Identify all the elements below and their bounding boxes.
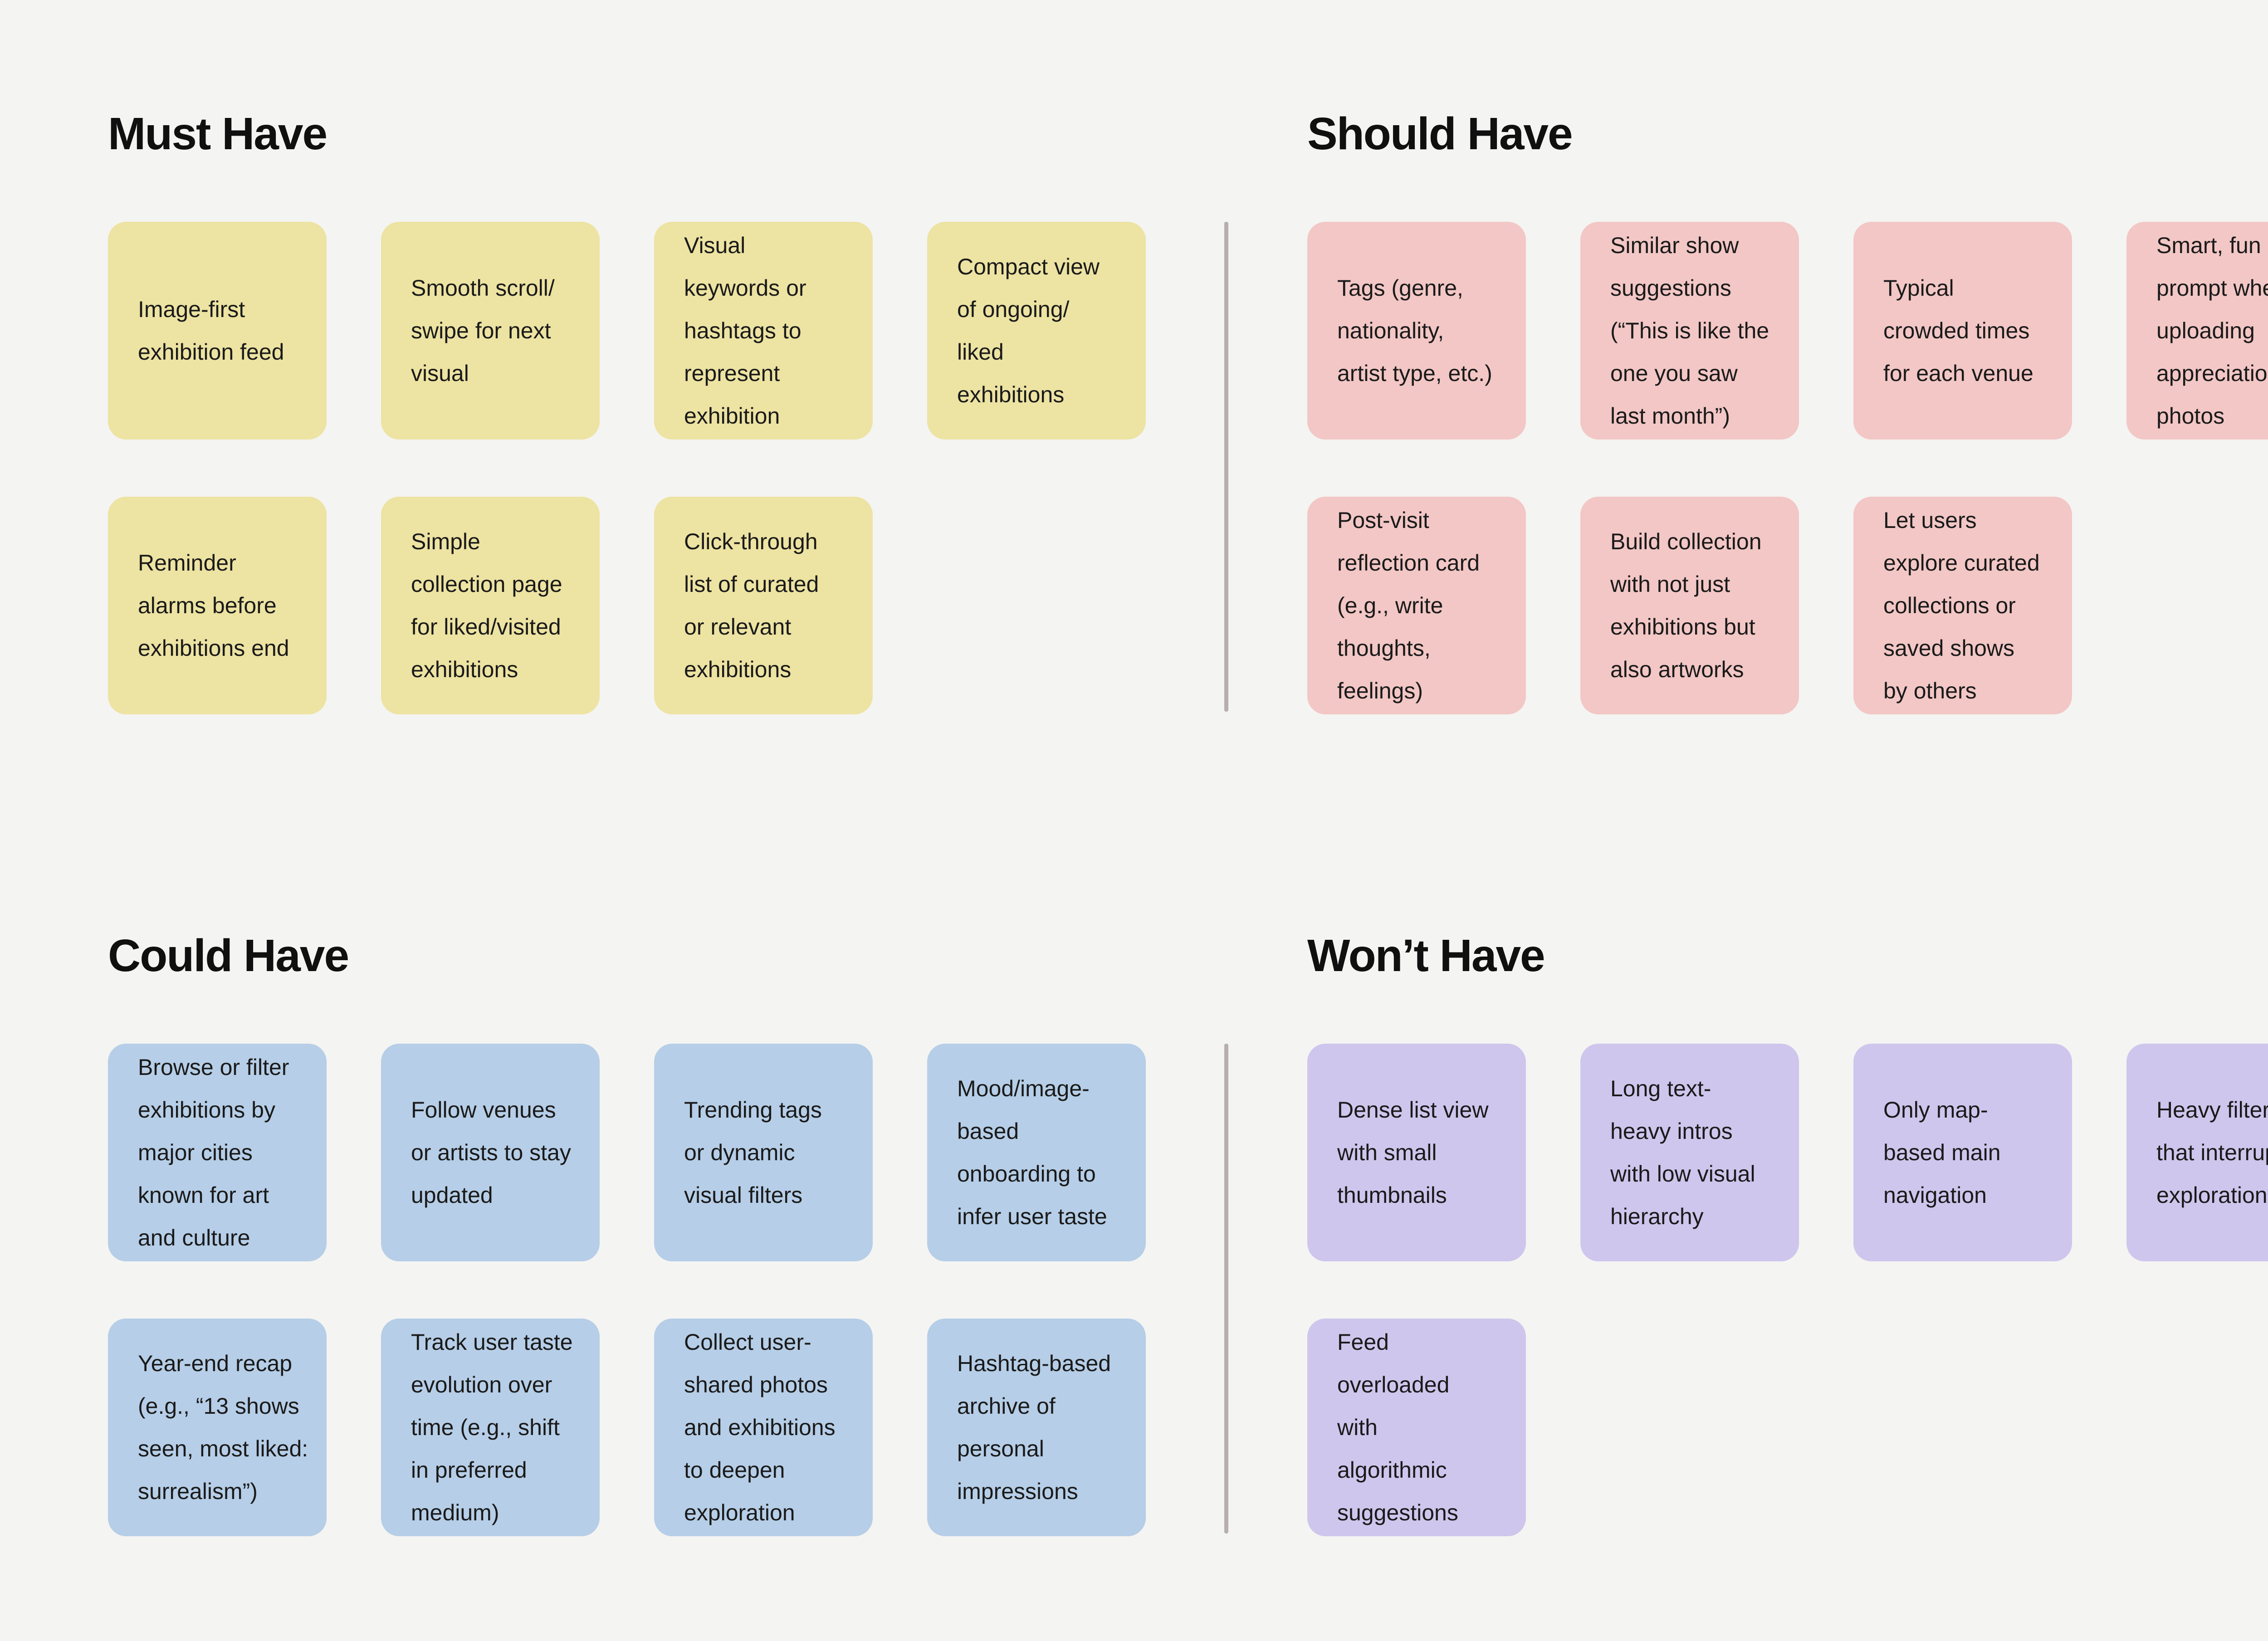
sticky-note-text: Follow venues or artists to stay updated [411, 1097, 571, 1208]
sticky-note-text: Similar show suggestions (“This is like … [1610, 233, 1769, 429]
sticky-note[interactable]: Collect user- shared photos and exhibiti… [654, 1319, 873, 1536]
card-row: Dense list view with small thumbnails Lon… [1307, 1044, 2268, 1261]
card-row: Image-first exhibition feed Smooth scroll… [108, 222, 1146, 440]
section-title-should-have: Should Have [1307, 108, 1573, 159]
sticky-note-text: Year-end recap (e.g., “13 shows seen, mo… [138, 1351, 308, 1504]
sticky-note-text: Dense list view with small thumbnails [1337, 1097, 1489, 1208]
sticky-note-text: Feed overloaded with algorithmic suggest… [1337, 1329, 1458, 1525]
sticky-note-text: Reminder alarms before exhibitions end [138, 550, 289, 661]
card-grid-must-have: Image-first exhibition feed Smooth scroll… [108, 222, 1146, 714]
card-row: Browse or filter exhibitions by major ci… [108, 1044, 1146, 1261]
card-grid-should-have: Tags (genre, nationality, artist type, e… [1307, 222, 2268, 714]
card-row: Feed overloaded with algorithmic suggest… [1307, 1319, 2268, 1536]
sticky-note-text: Compact view of ongoing/ liked exhibitio… [957, 254, 1100, 407]
sticky-note-text: Heavy filters that interrupt exploration [2156, 1097, 2268, 1208]
card-grid-could-have: Browse or filter exhibitions by major ci… [108, 1044, 1146, 1536]
sticky-note-text: Smooth scroll/ swipe for next visual [411, 275, 555, 386]
section-title-must-have: Must Have [108, 108, 327, 159]
sticky-note[interactable]: Let users explore curated collections or… [1853, 497, 2072, 714]
sticky-note[interactable]: Browse or filter exhibitions by major ci… [108, 1044, 327, 1261]
sticky-note-text: Track user taste evolution over time (e.… [411, 1329, 573, 1525]
sticky-note[interactable]: Visual keywords or hashtags to represent… [654, 222, 873, 440]
sticky-note-text: Let users explore curated collections or… [1883, 508, 2040, 703]
sticky-note[interactable]: Build collection with not just exhibitio… [1580, 497, 1799, 714]
sticky-note[interactable]: Tags (genre, nationality, artist type, e… [1307, 222, 1526, 440]
sticky-note[interactable]: Typical crowded times for each venue [1853, 222, 2072, 440]
sticky-note-text: Smart, fun prompt when uploading appreci… [2156, 233, 2268, 429]
sticky-note-text: Build collection with not just exhibitio… [1610, 529, 1762, 682]
sticky-note[interactable]: Reminder alarms before exhibitions end [108, 497, 327, 714]
section-title-wont-have: Won’t Have [1307, 930, 1545, 981]
sticky-note-text: Long text- heavy intros with low visual … [1610, 1076, 1755, 1229]
sticky-note[interactable]: Hashtag-based archive of personal impres… [927, 1319, 1146, 1536]
sticky-note-text: Typical crowded times for each venue [1883, 275, 2033, 386]
vertical-divider-top [1224, 222, 1228, 712]
card-row: Year-end recap (e.g., “13 shows seen, mo… [108, 1319, 1146, 1536]
sticky-note-text: Tags (genre, nationality, artist type, e… [1337, 275, 1492, 386]
card-row: Post-visit reflection card (e.g., write … [1307, 497, 2268, 714]
section-title-could-have: Could Have [108, 930, 349, 981]
sticky-note[interactable]: Dense list view with small thumbnails [1307, 1044, 1526, 1261]
sticky-note[interactable]: Post-visit reflection card (e.g., write … [1307, 497, 1526, 714]
sticky-note-text: Hashtag-based archive of personal impres… [957, 1351, 1111, 1504]
card-row: Reminder alarms before exhibitions end Si… [108, 497, 1146, 714]
sticky-note[interactable]: Similar show suggestions (“This is like … [1580, 222, 1799, 440]
sticky-note[interactable]: Mood/image- based onboarding to infer us… [927, 1044, 1146, 1261]
sticky-note-text: Simple collection page for liked/visited… [411, 529, 562, 682]
sticky-note-text: Mood/image- based onboarding to infer us… [957, 1076, 1107, 1229]
sticky-note[interactable]: Track user taste evolution over time (e.… [381, 1319, 600, 1536]
sticky-note[interactable]: Heavy filters that interrupt exploration [2126, 1044, 2268, 1261]
sticky-note[interactable]: Compact view of ongoing/ liked exhibitio… [927, 222, 1146, 440]
sticky-note-text: Post-visit reflection card (e.g., write … [1337, 508, 1480, 703]
sticky-note[interactable]: Smooth scroll/ swipe for next visual [381, 222, 600, 440]
sticky-note[interactable]: Feed overloaded with algorithmic suggest… [1307, 1319, 1526, 1536]
sticky-note-text: Collect user- shared photos and exhibiti… [684, 1329, 836, 1525]
sticky-note[interactable]: Long text- heavy intros with low visual … [1580, 1044, 1799, 1261]
sticky-note[interactable]: Image-first exhibition feed [108, 222, 327, 440]
sticky-note[interactable]: Follow venues or artists to stay updated [381, 1044, 600, 1261]
vertical-divider-bottom [1224, 1044, 1228, 1534]
sticky-note[interactable]: Only map- based main navigation [1853, 1044, 2072, 1261]
sticky-note[interactable]: Year-end recap (e.g., “13 shows seen, mo… [108, 1319, 327, 1536]
sticky-note[interactable]: Simple collection page for liked/visited… [381, 497, 600, 714]
sticky-note-text: Trending tags or dynamic visual filters [684, 1097, 822, 1208]
sticky-note[interactable]: Trending tags or dynamic visual filters [654, 1044, 873, 1261]
sticky-note-text: Only map- based main navigation [1883, 1097, 2001, 1208]
sticky-note[interactable]: Click-through list of curated or relevan… [654, 497, 873, 714]
card-grid-wont-have: Dense list view with small thumbnails Lon… [1307, 1044, 2268, 1536]
sticky-note[interactable]: Smart, fun prompt when uploading appreci… [2126, 222, 2268, 440]
sticky-note-text: Click-through list of curated or relevan… [684, 529, 819, 682]
sticky-note-text: Browse or filter exhibitions by major ci… [138, 1055, 289, 1250]
card-row: Tags (genre, nationality, artist type, e… [1307, 222, 2268, 440]
sticky-note-text: Visual keywords or hashtags to represent… [684, 233, 807, 429]
sticky-note-text: Image-first exhibition feed [138, 297, 284, 365]
